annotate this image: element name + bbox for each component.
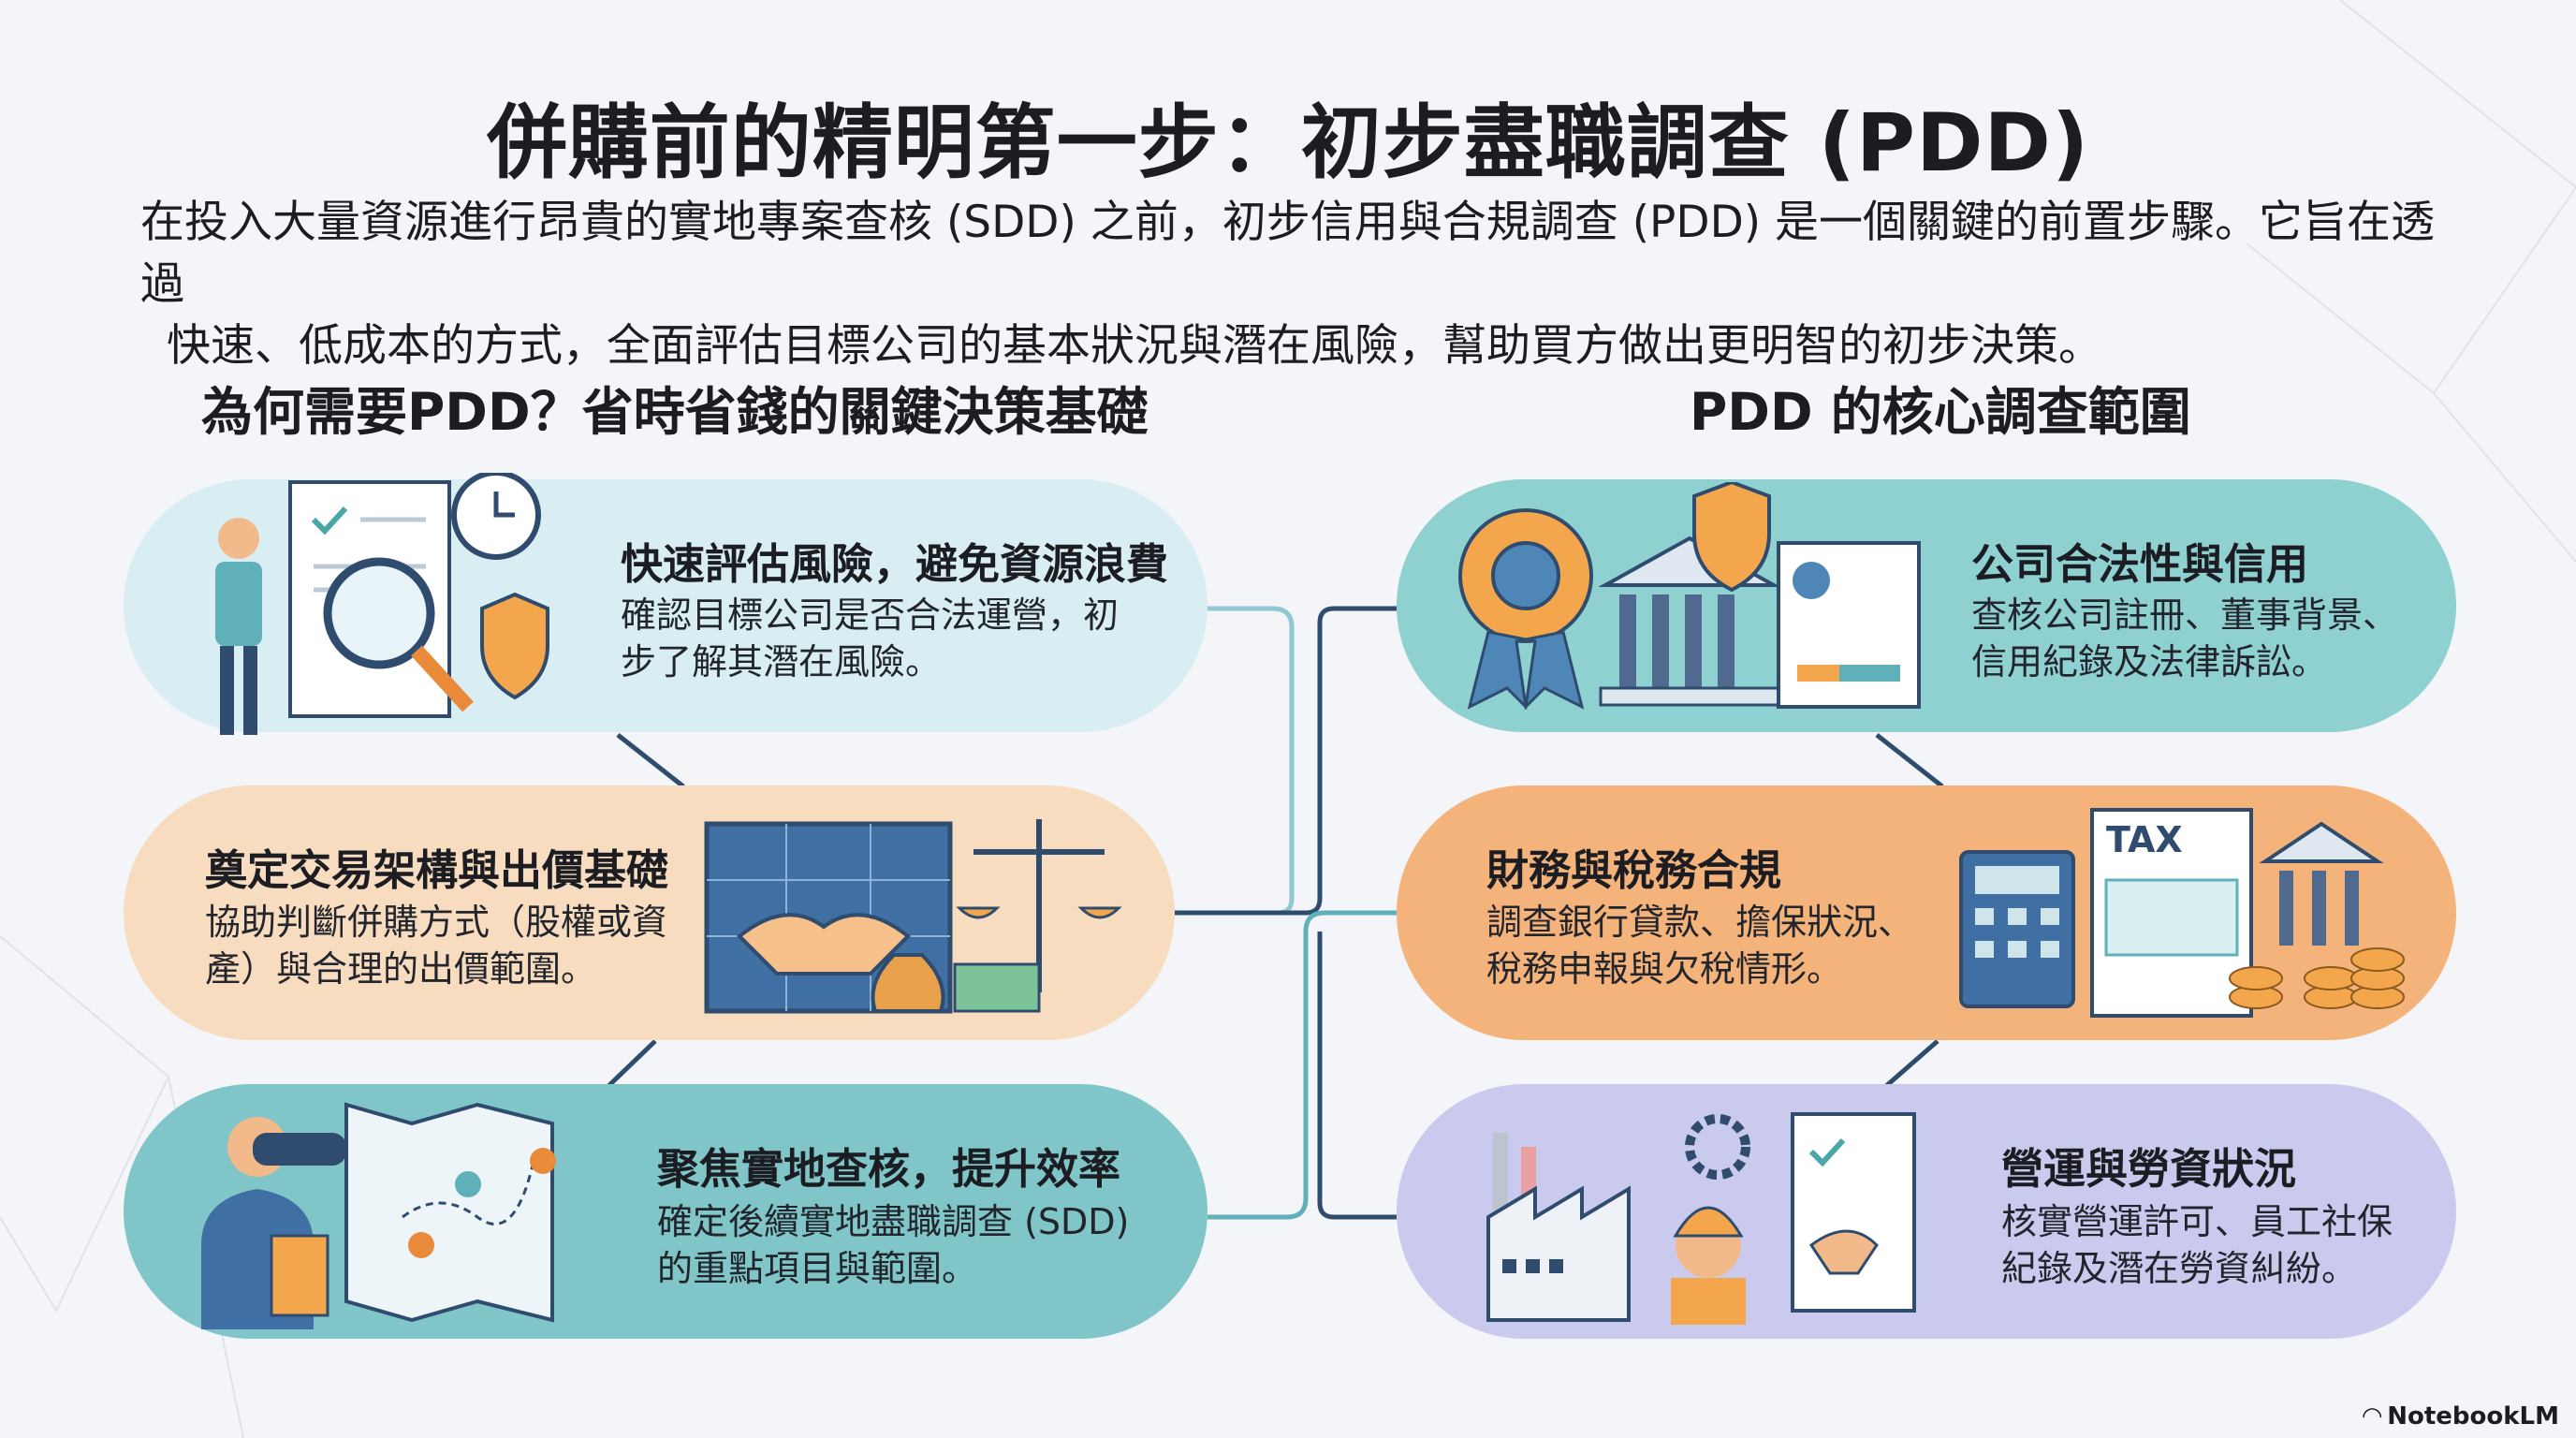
left-section-heading: 為何需要PDD？省時省錢的關鍵決策基礎 <box>201 382 1149 442</box>
notebooklm-logo-icon: ◠ <box>2363 1402 2382 1431</box>
card-title: 快速評估風險，避免資源浪費 <box>621 539 1169 589</box>
card-body-line: 查核公司註冊、董事背景、 <box>1971 594 2399 636</box>
card-body-line: 紀錄及潛在勞資糾紛。 <box>2001 1248 2358 1289</box>
branding-text: NotebookLM <box>2387 1402 2559 1431</box>
badge-bank-report-illustration <box>1458 482 1921 711</box>
card-body-line: 信用紀錄及法律訴訟。 <box>1971 641 2328 682</box>
card-title: 公司合法性與信用 <box>1971 539 2309 589</box>
card-body: 確認目標公司是否合法運營，初步了解其潛在風險。 <box>621 592 1119 685</box>
card-body: 確定後續實地盡職調查 (SDD) 的重點項目與範圍。 <box>657 1198 1129 1292</box>
card-title: 聚焦實地查核，提升效率 <box>657 1144 1121 1194</box>
binoculars-map-illustration <box>201 1102 556 1329</box>
intro-paragraph: 在投入大量資源進行昂貴的實地專案查核 (SDD) 之前，初步信用與合規調查 (P… <box>140 192 2452 377</box>
factory-worker-illustration <box>1486 1112 1916 1325</box>
intro-line: 快速、低成本的方式，全面評估目標公司的基本狀況與潛在風險，幫助買方做出更明智的初… <box>167 320 2102 372</box>
card-title: 營運與勞資狀況 <box>2001 1144 2297 1194</box>
card-body: 調查銀行貸款、擔保狀況、稅務申報與欠稅情形。 <box>1486 899 1913 992</box>
intro-line: 在投入大量資源進行昂貴的實地專案查核 (SDD) 之前，初步信用與合規調查 (P… <box>140 197 2436 310</box>
handshake-scale-illustration <box>704 819 1122 1014</box>
card-title: 財務與稅務合規 <box>1486 845 1782 895</box>
notebooklm-branding: ◠ NotebookLM <box>2363 1402 2559 1431</box>
right-section-heading: PDD 的核心調查範圍 <box>1690 382 2191 442</box>
card-body-line: 確定後續實地盡職調查 (SDD) <box>657 1201 1130 1242</box>
page-title: 併購前的精明第一步：初步盡職調查 (PDD) <box>486 96 2090 190</box>
card-body: 查核公司註冊、董事背景、信用紀錄及法律訴訟。 <box>1971 592 2398 685</box>
card-body-line: 產）與合理的出價範圍。 <box>205 948 597 990</box>
tax-label: TAX <box>2106 819 2183 860</box>
calculator-tax-bank-illustration: TAX <box>1959 808 2405 1018</box>
card-body-line: 步了解其潛在風險。 <box>621 641 942 682</box>
document-magnifier-illustration <box>215 473 549 735</box>
card-body: 核實營運許可、員工社保紀錄及潛在勞資糾紛。 <box>2001 1198 2393 1292</box>
card-body-line: 的重點項目與範圍。 <box>657 1248 978 1289</box>
card-body-line: 協助判斷併購方式（股權或資 <box>205 902 668 943</box>
card-body-line: 調查銀行貸款、擔保狀況、 <box>1486 902 1914 943</box>
card-body: 協助判斷併購方式（股權或資產）與合理的出價範圍。 <box>205 899 667 992</box>
card-body-line: 稅務申報與欠稅情形。 <box>1486 948 1843 990</box>
card-body-line: 核實營運許可、員工社保 <box>2001 1201 2393 1242</box>
card-title: 奠定交易架構與出價基礎 <box>205 845 669 895</box>
card-body-line: 確認目標公司是否合法運營，初 <box>621 594 1120 636</box>
